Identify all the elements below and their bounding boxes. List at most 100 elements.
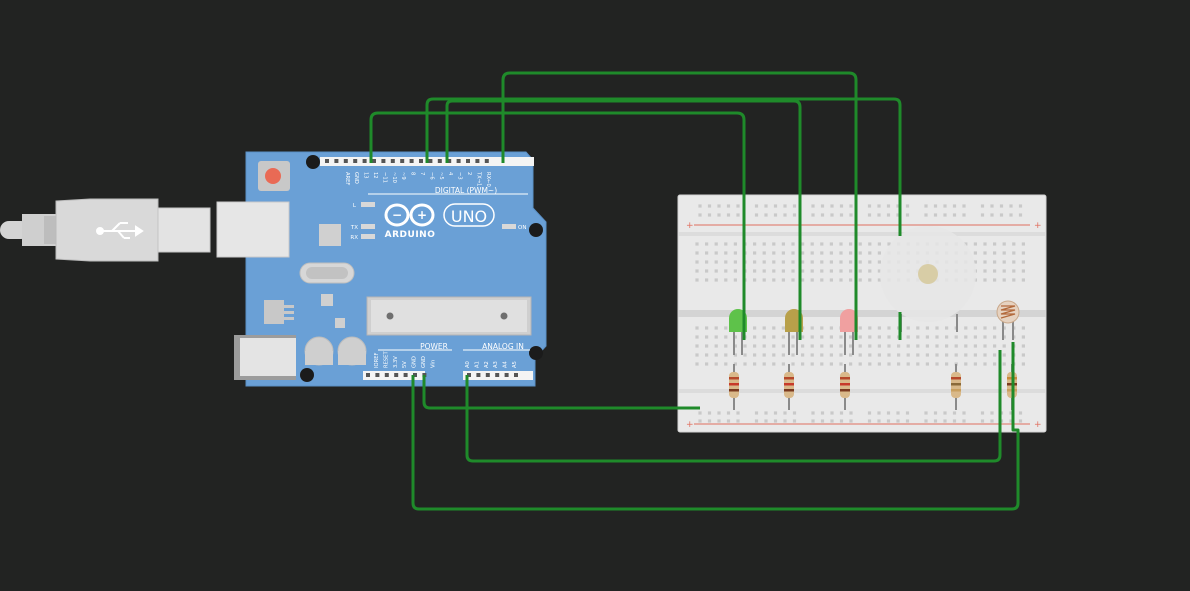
rail-plus-label: + <box>686 420 694 430</box>
rail-plus-label: + <box>1034 420 1042 430</box>
buzzer-center <box>918 264 938 284</box>
wire-pin9-buzzer[interactable] <box>425 97 902 236</box>
header-pin[interactable] <box>504 373 509 377</box>
analog-pin-label: A4 <box>503 360 509 368</box>
header-pin[interactable] <box>428 159 433 163</box>
model-badge <box>443 203 495 227</box>
header-pin[interactable] <box>475 159 480 163</box>
digital-pin-label: 13 <box>363 172 369 179</box>
header-pin[interactable] <box>514 373 518 377</box>
mount-hole <box>306 155 320 169</box>
wire-gnd-rail[interactable] <box>422 375 700 410</box>
digital-pin-label: TX→1 <box>475 171 481 186</box>
header-pin[interactable] <box>366 373 370 377</box>
header-pin[interactable] <box>456 159 461 163</box>
digital-pin-label: ~9 <box>400 172 406 180</box>
power-pin-label: GND <box>412 356 418 368</box>
digital-pin-label: 4 <box>447 172 453 176</box>
brand-label: ARDUINO <box>385 230 436 240</box>
led-rx <box>361 234 375 239</box>
usb-cable[interactable] <box>0 198 211 262</box>
resistor[interactable] <box>784 364 794 410</box>
header-pin[interactable] <box>372 159 376 163</box>
wires[interactable] <box>369 71 1020 511</box>
mount-hole <box>300 368 314 382</box>
arduino-logo-icon <box>384 203 435 227</box>
led-l <box>361 202 375 207</box>
breadboard-center-channel <box>678 310 1046 317</box>
power-pin-label: 3.3V <box>393 356 399 368</box>
wire-a0-photoresistor[interactable] <box>465 350 1002 463</box>
digital-pin-label: 7 <box>419 172 425 175</box>
usb-chip <box>319 224 341 246</box>
wire-5v-photoresistor[interactable] <box>411 342 1020 511</box>
digital-pin-label: 12 <box>372 172 378 179</box>
wire-pin13-green-led[interactable] <box>369 111 746 340</box>
led-rx-label: RX <box>350 235 358 241</box>
analog-pin-label: A1 <box>474 361 480 368</box>
header-pin[interactable] <box>484 159 489 163</box>
rail-plus-label: + <box>686 221 694 231</box>
analog-pin-label: A3 <box>493 361 499 368</box>
piezo-buzzer[interactable] <box>880 226 976 332</box>
header-pin[interactable] <box>394 373 399 377</box>
reset-button-cap[interactable] <box>265 168 281 184</box>
digital-pin-label: ~3 <box>457 172 463 180</box>
power-pin-label: Vin <box>430 360 436 368</box>
header-pin[interactable] <box>447 159 452 163</box>
wire-pin3-red-led[interactable] <box>501 71 858 340</box>
photoresistor[interactable] <box>996 300 1020 340</box>
header-pin[interactable] <box>400 159 405 163</box>
header-pin[interactable] <box>375 373 380 377</box>
analog-pin-label: A2 <box>484 361 490 368</box>
digital-pin-label: 8 <box>410 172 416 175</box>
usb-icon <box>96 222 144 239</box>
header-pin[interactable] <box>419 159 423 163</box>
resistor[interactable] <box>840 364 850 410</box>
header-pin[interactable] <box>485 373 490 377</box>
red-led-body <box>840 309 858 332</box>
usb-plug-metal <box>157 207 211 253</box>
header-pin[interactable] <box>466 159 470 163</box>
header-pin[interactable] <box>413 373 417 377</box>
header-pin[interactable] <box>495 373 500 377</box>
header-pin[interactable] <box>362 159 367 163</box>
header-pin[interactable] <box>467 373 471 377</box>
rail-plus-label: + <box>1034 221 1042 231</box>
mount-hole <box>529 346 543 360</box>
power-pin-label: RESET <box>383 351 389 368</box>
wire-pin7-yellow-led[interactable] <box>445 99 802 340</box>
digital-pin-label: ~10 <box>391 172 397 183</box>
photoresistor-trace <box>1000 305 1016 319</box>
header-pin[interactable] <box>381 159 386 163</box>
svg-text:−: − <box>392 208 402 222</box>
header-pin[interactable] <box>343 159 348 163</box>
header-pin[interactable] <box>476 373 481 377</box>
led-on <box>502 224 516 229</box>
analog-pin-label: A0 <box>465 361 471 368</box>
header-pin[interactable] <box>403 373 408 377</box>
header-pin[interactable] <box>390 159 395 163</box>
analog-label: ANALOG IN <box>482 342 524 351</box>
led-tx <box>361 224 375 229</box>
usb-b-port <box>216 201 290 258</box>
resistor[interactable] <box>729 364 739 410</box>
power-header <box>363 371 425 380</box>
header-pin[interactable] <box>334 159 339 163</box>
resistor[interactable] <box>951 364 961 410</box>
header-pin[interactable] <box>384 373 389 377</box>
digital-pin-label: GND <box>353 172 359 184</box>
led-on-label: ON <box>518 225 526 231</box>
digital-pin-label: AREF <box>344 172 350 185</box>
digital-label: DIGITAL (PWM~) <box>435 186 497 195</box>
led-l-label: L <box>353 203 357 209</box>
svg-text:+: + <box>417 208 427 222</box>
digital-pin-label: ~11 <box>381 172 387 183</box>
red-led[interactable] <box>840 309 858 355</box>
header-pin[interactable] <box>409 159 414 163</box>
header-pin[interactable] <box>325 159 329 163</box>
header-pin[interactable] <box>353 159 358 163</box>
header-pin[interactable] <box>437 159 442 163</box>
